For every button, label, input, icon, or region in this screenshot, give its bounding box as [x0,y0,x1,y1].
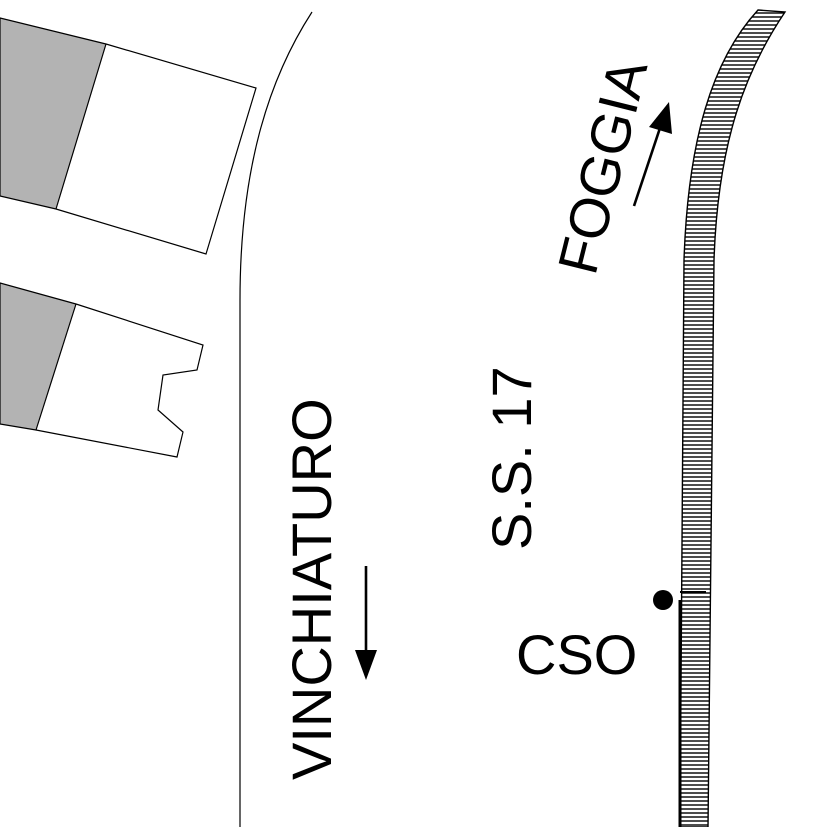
dot-marker-icon [653,590,673,610]
building-top-shaded [0,18,106,209]
building-bottom-outline [0,282,204,458]
building-top [0,17,257,255]
label-cso: CSO [516,623,637,686]
building-bottom-divider [35,303,77,431]
road-edge-left [239,11,313,827]
label-road-name: S.S. 17 [480,366,543,550]
building-bottom-shaded [0,283,76,430]
building-top-divider [55,43,107,210]
building-bottom [0,282,204,458]
label-foggia: FOGGIA [546,53,660,280]
arrow-down-icon [355,566,377,680]
railway-hatched-band [679,9,787,827]
arrow-up-right-icon [632,102,672,207]
label-vinchiaturo: VINCHIATURO [280,398,343,780]
